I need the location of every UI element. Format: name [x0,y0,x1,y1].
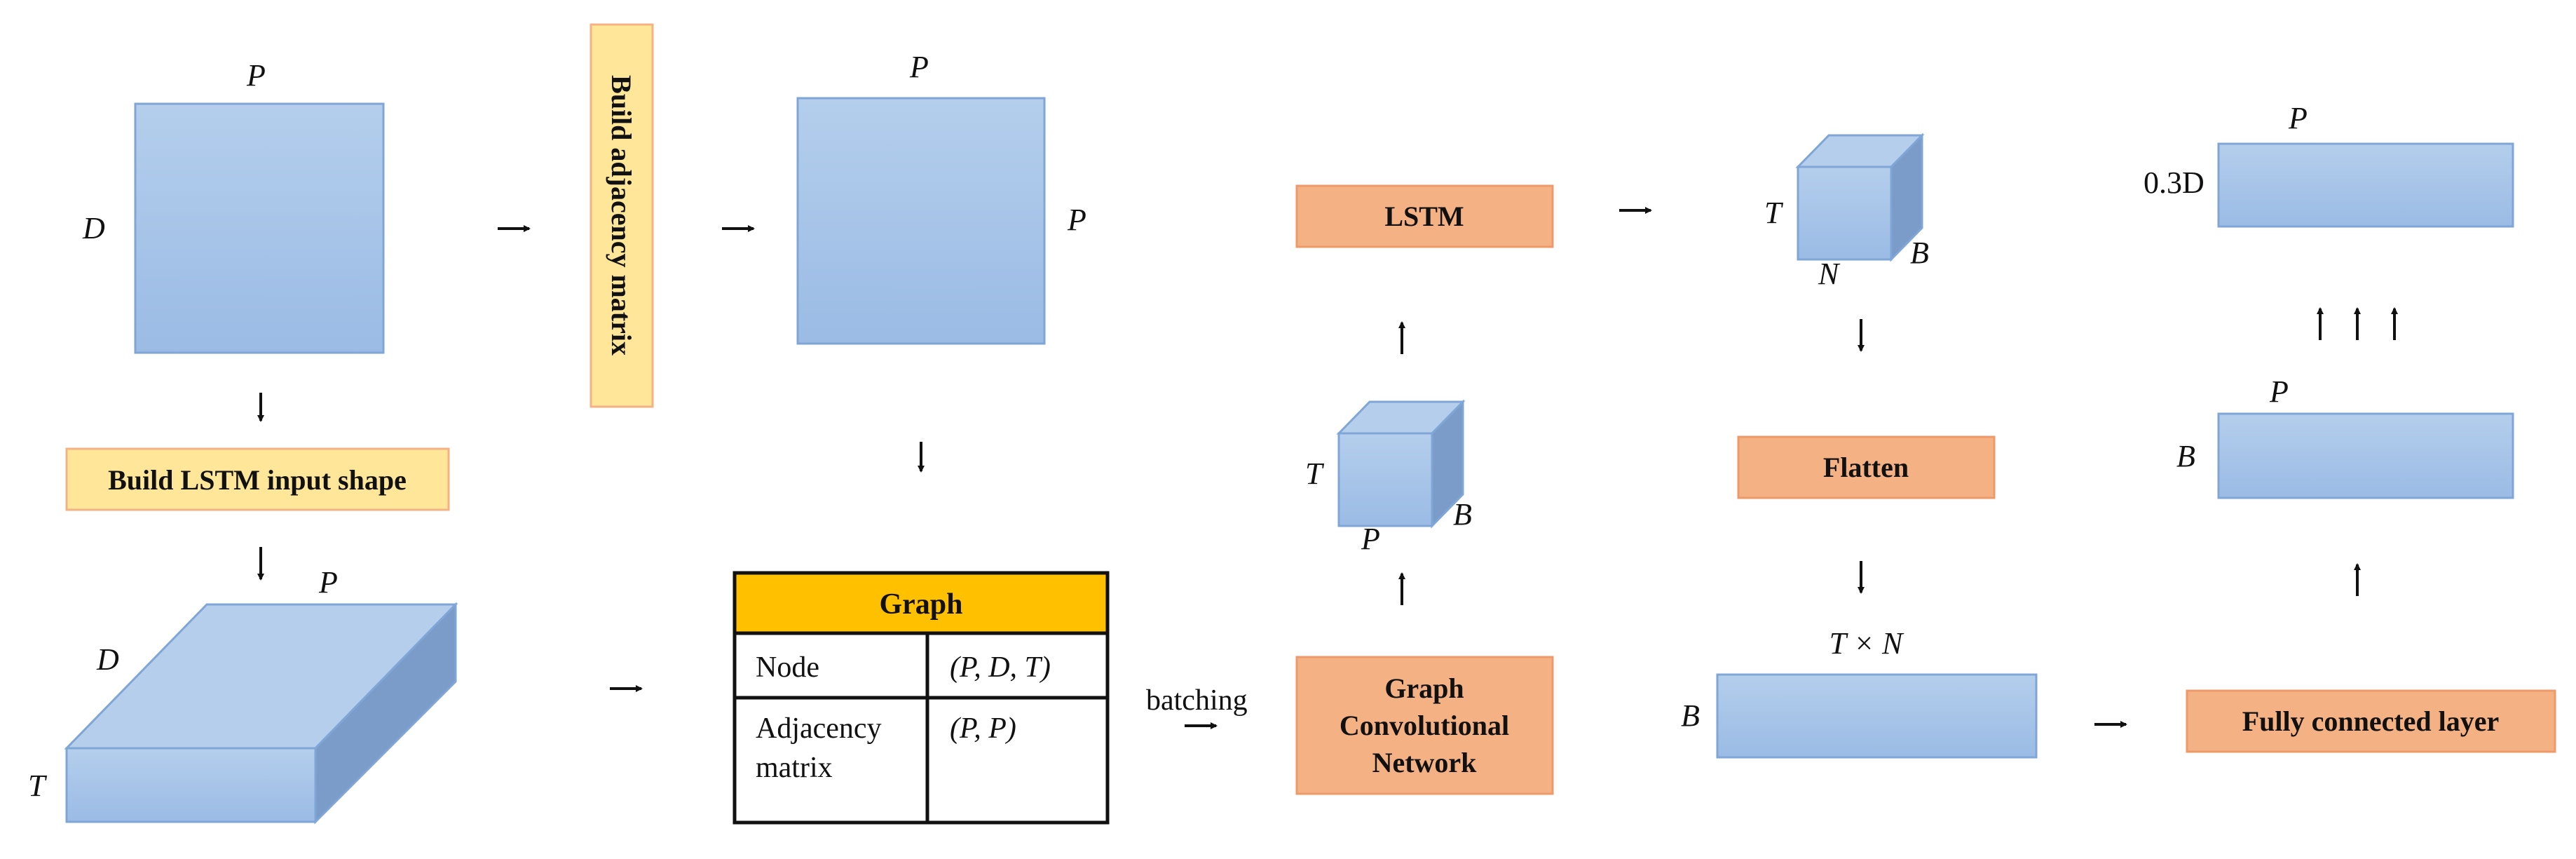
build-lstm-input-label: Build LSTM input shape [108,464,407,496]
bp-matrix-p-label: P [2269,374,2289,409]
graph-table-header: Graph [879,588,962,621]
cube1-b-label: B [1453,497,1472,532]
bp-matrix [2217,412,2514,499]
cube2-n-label: N [1818,257,1841,291]
dp-matrix-p-label: P [246,58,266,93]
dp-matrix [134,102,385,354]
gcn-label-line1: Graph [1384,672,1464,704]
graph-table-row-adj-name-line1: Adjacency [756,712,882,745]
slab-t-label: T [28,769,48,803]
flatten-box [1737,435,1996,499]
cube1-t-label: T [1305,456,1325,491]
output-matrix-p-label: P [2288,101,2308,135]
cube2-t-label: T [1764,196,1784,230]
gcn-label-line2: Convolutional [1340,710,1509,741]
fully-connected-label: Fully connected layer [2242,705,2500,737]
flattened-b-label: B [1681,698,1700,733]
flattened-matrix [1716,673,2038,759]
lstm-input-slab [64,602,458,825]
pp-matrix-p-right-label: P [1067,203,1086,237]
graph-table-row-node-name: Node [756,651,819,684]
slab-p-label: P [318,565,338,600]
graph-table [732,571,1110,825]
graph-table-row-adj-value: (P, P) [950,712,1016,745]
output-matrix-03d-label: 0.3D [2144,165,2204,200]
build-adjacency-box [590,23,654,408]
batching-label: batching [1146,684,1248,717]
pp-matrix-p-top-label: P [909,50,929,84]
graph-table-row-adj-name-line2: matrix [756,752,833,784]
fully-connected-box [2186,689,2556,753]
triple-up-arrows [2317,307,2398,340]
lstm-output-cube [1795,133,1925,262]
flattened-txn-label: T × N [1829,626,1904,661]
pp-matrix [796,97,1046,345]
build-lstm-input-box [65,447,450,511]
gcn-box [1295,656,1554,795]
flatten-label: Flatten [1823,452,1909,483]
lstm-label: LSTM [1384,201,1464,232]
gcn-label-line3: Network [1372,747,1478,778]
graph-table-row-node-value: (P, D, T) [950,651,1051,684]
gcn-output-cube [1336,399,1466,529]
lstm-box [1295,184,1554,248]
bp-matrix-b-label: B [2176,439,2195,473]
output-matrix [2217,142,2514,228]
dp-matrix-d-label: D [82,211,105,245]
slab-d-label: D [96,642,119,677]
cube1-p-label: P [1361,522,1380,556]
cube2-b-label: B [1910,236,1929,270]
build-adjacency-label: Build adjacency matrix [606,75,637,356]
